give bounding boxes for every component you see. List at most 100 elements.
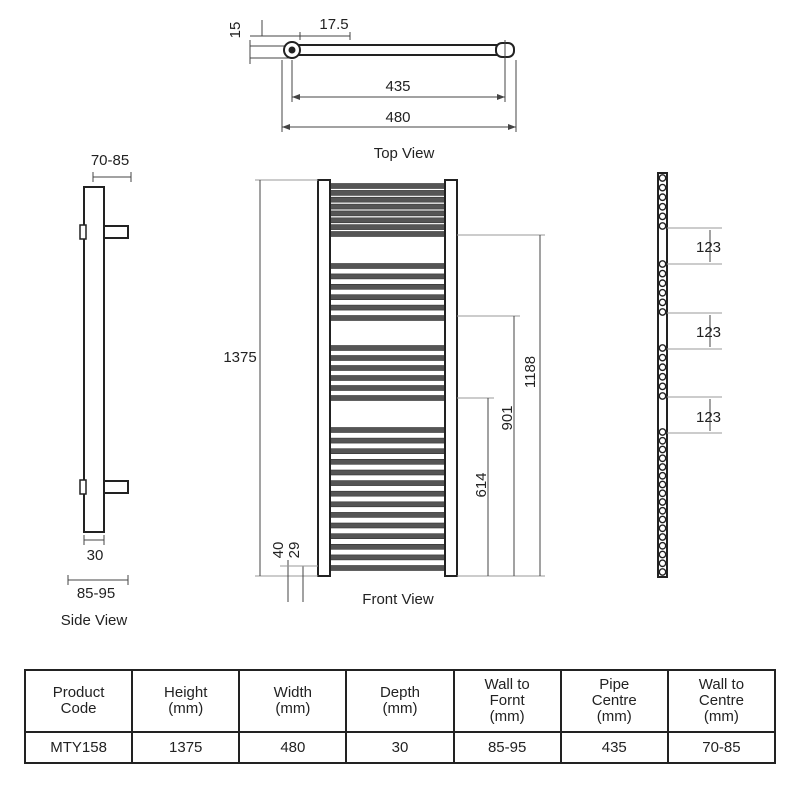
front-view-bar-3: [327, 196, 448, 203]
bracket-hole-12: [658, 308, 667, 316]
header-product-code: Product Code: [23, 669, 134, 733]
bracket-hole-33: [658, 550, 667, 559]
side-view-depth-label: 30: [87, 547, 104, 564]
cell-wall-to-front: 85-95: [452, 731, 562, 764]
top-view-width-label: 480: [385, 109, 410, 126]
front-view: 1375 1188 901 614 40 29 Front View: [223, 179, 545, 608]
bracket-hole-1: [658, 174, 667, 182]
bracket-spacing-label-1: 123: [696, 239, 721, 256]
front-view-bar-33: [327, 554, 448, 561]
bracket-hole-27: [658, 498, 667, 506]
bracket-hole-26: [658, 489, 667, 498]
side-view-wall-to-front-label: 85-95: [77, 585, 115, 602]
front-view-bar-15: [327, 345, 448, 351]
bracket-view: 123 123 123: [657, 172, 722, 578]
front-view-bar-7: [327, 224, 448, 230]
front-view-bar-2: [327, 190, 448, 196]
front-view-bar-23: [327, 448, 448, 455]
front-view-bar-24: [327, 458, 448, 465]
header-wall-to-front: Wall to Fornt (mm): [452, 669, 562, 733]
top-view-caption: Top View: [374, 145, 435, 162]
front-view-bar-16: [327, 355, 448, 361]
front-view-bars: [327, 183, 448, 571]
front-view-bar-4: [327, 203, 448, 210]
front-view-40-label: 40: [270, 542, 287, 559]
table-row: MTY158 1375 480 30 85-95 435 70-85: [23, 731, 777, 764]
front-view-bar-34: [327, 565, 448, 571]
front-view-bar-11: [327, 283, 448, 290]
front-view-bar-10: [327, 273, 448, 280]
bracket-hole-21: [658, 445, 667, 454]
bracket-hole-10: [658, 288, 667, 297]
bracket-view-holes: [658, 174, 667, 576]
bracket-hole-7: [658, 260, 667, 268]
front-view-bar-8: [327, 231, 448, 237]
header-pipe-centre: Pipe Centre (mm): [559, 669, 669, 733]
bracket-hole-23: [658, 463, 667, 471]
front-view-bar-27: [327, 490, 448, 497]
front-view-bar-20: [327, 395, 448, 401]
bracket-hole-4: [658, 202, 667, 211]
front-view-bar-13: [327, 304, 448, 311]
bracket-hole-6: [658, 222, 667, 230]
bracket-hole-28: [658, 506, 667, 515]
header-height: Height (mm): [131, 669, 241, 733]
top-view: 15 17.5 435 480 Top View: [227, 16, 517, 162]
front-view-614-label: 614: [473, 472, 490, 497]
front-view-29-label: 29: [286, 542, 303, 559]
bracket-hole-29: [658, 515, 667, 524]
bracket-hole-35: [658, 568, 667, 576]
bracket-hole-11: [658, 298, 667, 307]
front-view-bar-28: [327, 501, 448, 508]
front-view-bar-31: [327, 533, 448, 540]
top-view-pipe-label: 17.5: [319, 16, 348, 33]
bracket-hole-9: [658, 279, 667, 288]
bracket-hole-3: [658, 193, 667, 202]
bracket-hole-31: [658, 533, 667, 541]
bracket-hole-16: [658, 372, 667, 381]
cell-pipe-centre: 435: [559, 731, 669, 764]
top-view-rail: [291, 44, 506, 56]
bracket-hole-2: [658, 183, 667, 192]
side-view-caption: Side View: [61, 612, 128, 629]
side-view-rail: [83, 186, 105, 533]
bracket-hole-32: [658, 541, 667, 550]
side-view: 70-85 30 85-95 Side View: [61, 152, 132, 629]
cell-width: 480: [238, 731, 348, 764]
bracket-hole-19: [658, 428, 667, 436]
front-view-left-rail: [317, 179, 331, 577]
cell-height: 1375: [131, 731, 241, 764]
header-depth: Depth (mm): [345, 669, 455, 733]
front-view-bar-19: [327, 385, 448, 391]
side-view-wall-to-centre-label: 70-85: [91, 152, 129, 169]
front-view-bar-30: [327, 522, 448, 529]
bracket-hole-5: [658, 212, 667, 221]
front-view-bar-25: [327, 469, 448, 476]
front-view-bar-18: [327, 375, 448, 381]
front-view-right-rail: [444, 179, 458, 577]
front-view-bar-1: [327, 183, 448, 189]
spec-table-header-row: Product Code Height (mm) Width (mm) Dept…: [23, 669, 777, 733]
side-view-lower-bracket: [103, 480, 129, 494]
top-view-offset-label: 15: [227, 22, 244, 39]
cell-wall-to-centre: 70-85: [666, 731, 777, 764]
front-view-caption: Front View: [362, 591, 434, 608]
cell-product-code: MTY158: [23, 731, 134, 764]
spec-table: Product Code Height (mm) Width (mm) Dept…: [23, 669, 777, 764]
front-view-bar-5: [327, 210, 448, 217]
bracket-hole-8: [658, 269, 667, 278]
bracket-hole-22: [658, 454, 667, 463]
front-view-bar-14: [327, 315, 448, 321]
bracket-spacing-label-3: 123: [696, 409, 721, 426]
front-view-bar-9: [327, 263, 448, 269]
front-view-bar-12: [327, 294, 448, 301]
cell-depth: 30: [345, 731, 455, 764]
front-view-bar-21: [327, 427, 448, 433]
bracket-hole-24: [658, 471, 667, 480]
front-view-901-label: 901: [499, 405, 516, 430]
top-view-pipe-centre-label: 435: [385, 78, 410, 95]
header-width: Width (mm): [238, 669, 348, 733]
bracket-hole-15: [658, 363, 667, 372]
bracket-hole-30: [658, 524, 667, 533]
